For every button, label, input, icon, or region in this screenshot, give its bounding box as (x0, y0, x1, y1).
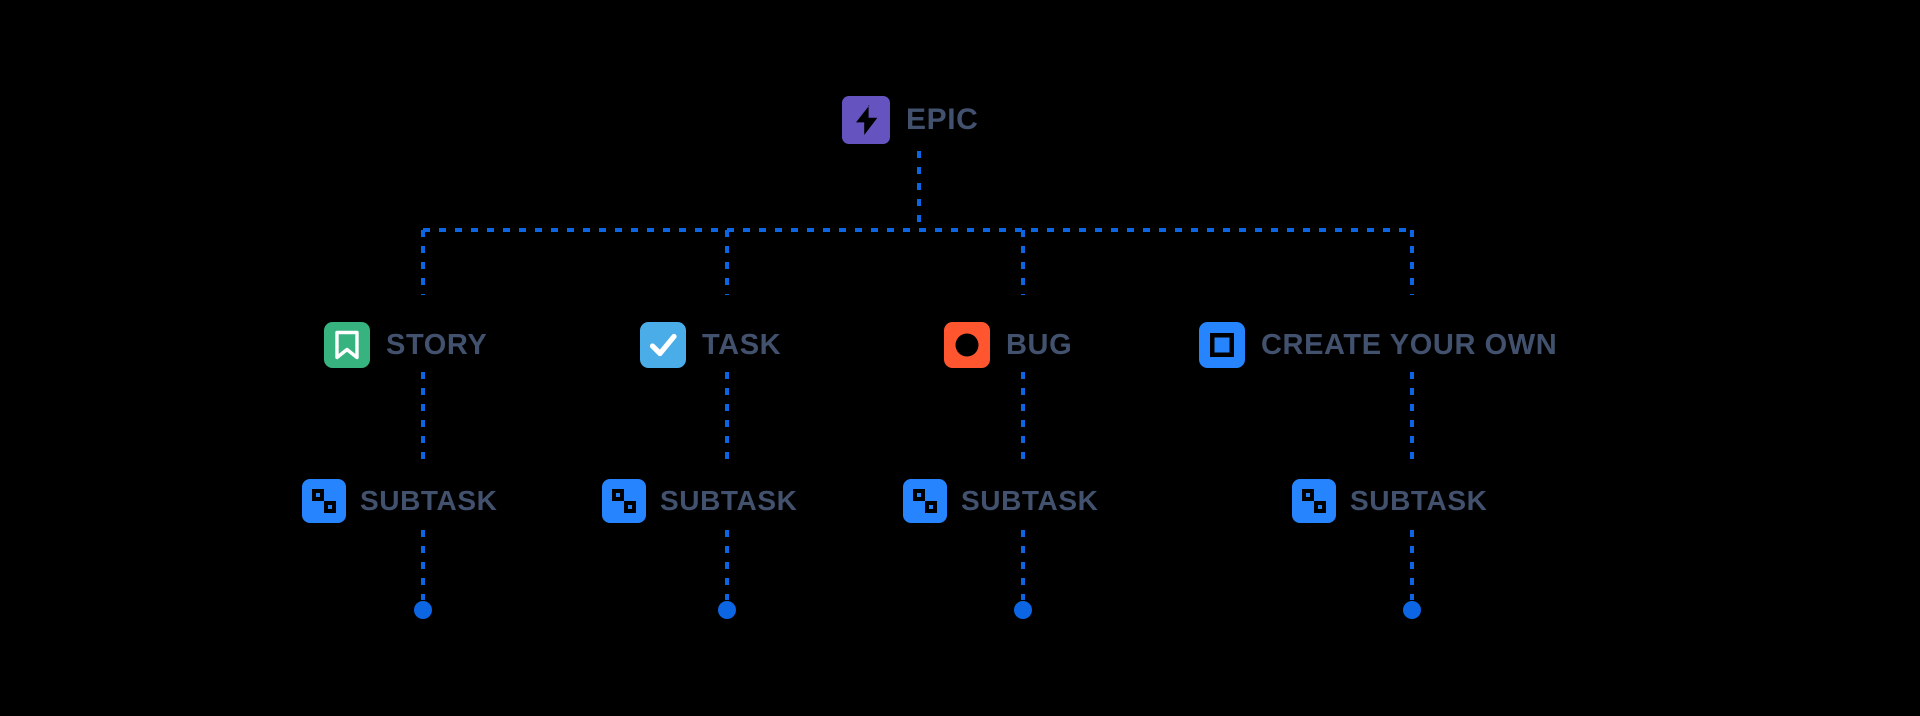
node-label-task: TASK (702, 328, 782, 361)
connector-terminal-dot-2 (718, 601, 736, 619)
node-subtask-4[interactable]: SUBTASK (1292, 479, 1487, 523)
connector-terminal-dot-1 (414, 601, 432, 619)
node-create-your-own[interactable]: CREATE YOUR OWN (1199, 322, 1557, 368)
node-label-story: STORY (386, 328, 488, 361)
story-bookmark-icon (324, 322, 370, 368)
epic-lightning-icon (842, 96, 890, 144)
node-epic[interactable]: EPIC (842, 96, 978, 144)
custom-square-icon (1199, 322, 1245, 368)
node-subtask-2[interactable]: SUBTASK (602, 479, 797, 523)
connector-terminal-dot-4 (1403, 601, 1421, 619)
subtask-squares-icon (602, 479, 646, 523)
node-label-subtask-4: SUBTASK (1350, 485, 1488, 516)
subtask-squares-icon (1292, 479, 1336, 523)
subtask-squares-icon (903, 479, 947, 523)
subtask-squares-icon (302, 479, 346, 523)
node-bug[interactable]: BUG (944, 322, 1072, 368)
node-label-create-your-own: CREATE YOUR OWN (1261, 328, 1558, 361)
node-story[interactable]: STORY (324, 322, 487, 368)
node-label-subtask-3: SUBTASK (961, 485, 1099, 516)
node-label-subtask-2: SUBTASK (660, 485, 798, 516)
node-task[interactable]: TASK (640, 322, 781, 368)
connector-terminal-dot-3 (1014, 601, 1032, 619)
node-label-bug: BUG (1006, 328, 1073, 361)
node-label-subtask-1: SUBTASK (360, 485, 498, 516)
node-label-epic: EPIC (906, 103, 979, 136)
node-subtask-1[interactable]: SUBTASK (302, 479, 497, 523)
node-subtask-3[interactable]: SUBTASK (903, 479, 1098, 523)
bug-circle-icon (944, 322, 990, 368)
task-check-icon (640, 322, 686, 368)
